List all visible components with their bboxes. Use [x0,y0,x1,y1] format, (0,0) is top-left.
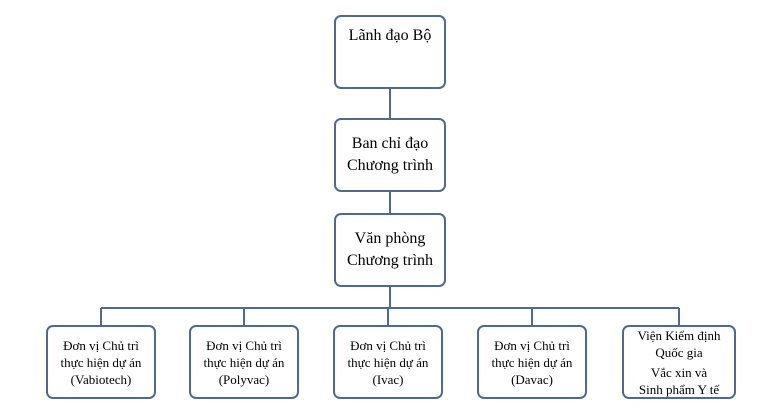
node-label-line-3: (Polyvac) [218,371,270,387]
node-label-line-4: Sinh phẩm Y tế [638,381,720,397]
node-label-line-1: Đơn vị Chủ trì [350,337,426,353]
node-label-line-1: Văn phòng [354,230,426,247]
node-label-line-2: thực hiện dự án [491,354,573,370]
node-program-office: Văn phòng Chương trình [334,213,446,287]
node-label: Lãnh đạo Bộ [348,27,432,44]
node-label-line-3: (Davac) [511,371,553,387]
node-label-line-1: Ban chỉ đạo [351,135,429,152]
node-label-line-3: (Vabiotech) [70,371,132,387]
node-unit-vabiotech: Đơn vị Chủ trì thực hiện dự án (Vabiotec… [46,325,156,399]
node-label-line-2: Chương trình [346,252,434,269]
node-ministry-leadership: Lãnh đạo Bộ [334,15,446,89]
node-unit-ivac: Đơn vị Chủ trì thực hiện dự án (Ivac) [333,325,443,399]
node-label-line-3: (Ivac) [372,371,404,387]
node-label-line-1: Đơn vị Chủ trì [63,337,139,353]
node-unit-davac: Đơn vị Chủ trì thực hiện dự án (Davac) [477,325,587,399]
node-label-line-1: Viện Kiểm định [637,327,721,343]
node-label-line-2: Quốc gia [655,344,703,360]
node-unit-polyvac: Đơn vị Chủ trì thực hiện dự án (Polyvac) [189,325,299,399]
node-label-line-3: Vắc xin và [650,364,708,380]
node-label-line-1: Đơn vị Chủ trì [206,337,282,353]
node-label-line-1: Đơn vị Chủ trì [494,337,570,353]
node-steering-committee: Ban chỉ đạo Chương trình [334,118,446,192]
node-label-line-2: Chương trình [346,157,434,174]
node-label-line-2: thực hiện dự án [203,354,285,370]
node-national-institute: Viện Kiểm định Quốc gia Vắc xin và Sinh … [622,325,736,399]
node-label-line-2: thực hiện dự án [60,354,142,370]
node-label-line-2: thực hiện dự án [347,354,429,370]
